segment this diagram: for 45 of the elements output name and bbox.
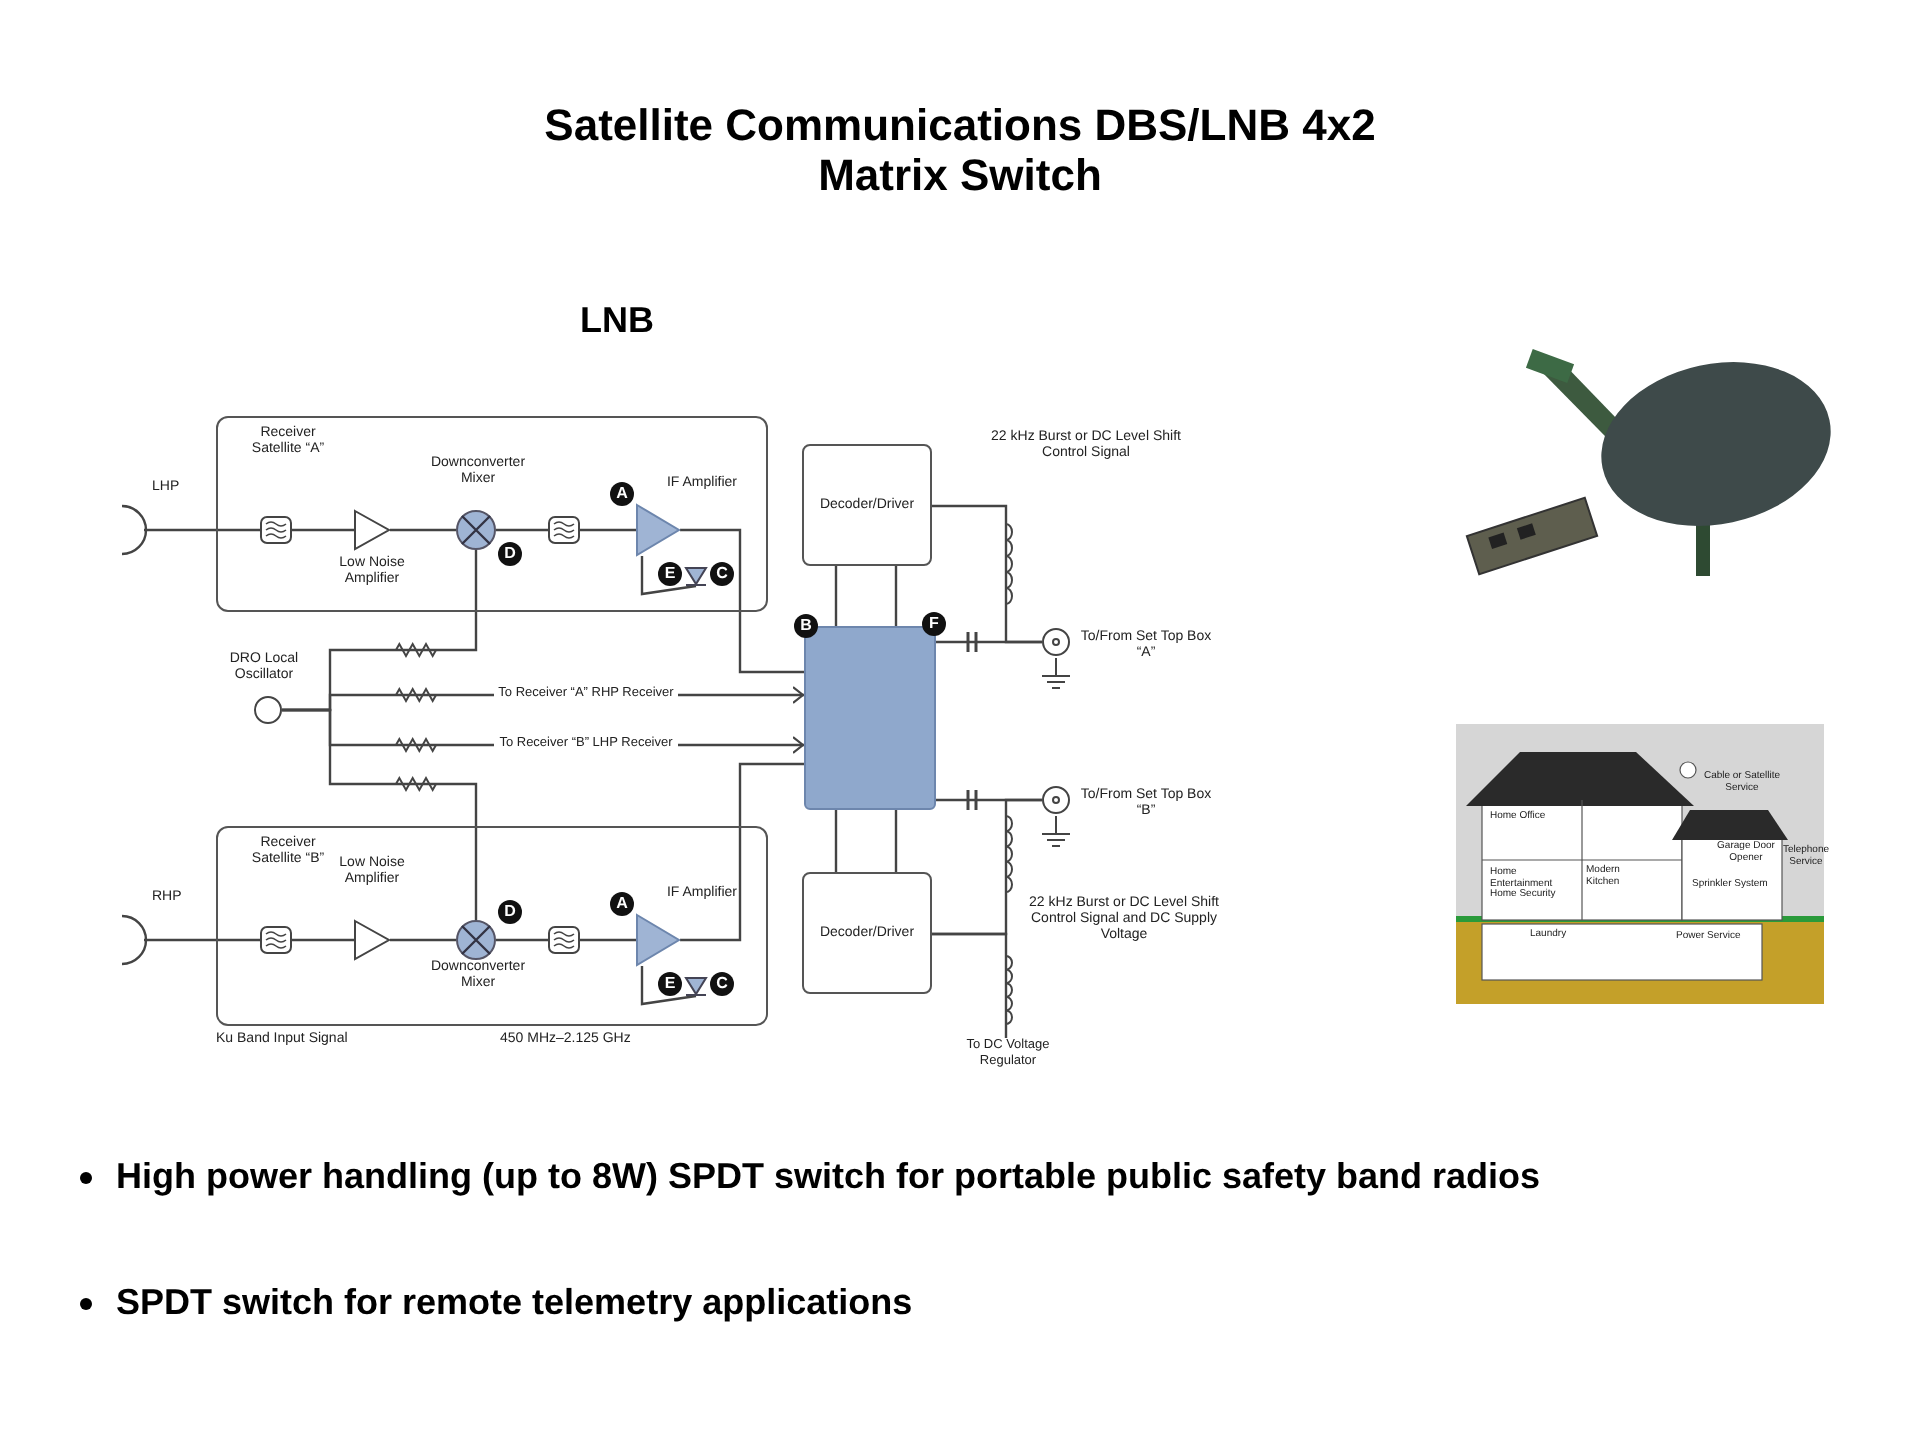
- matrix-switch-block: [804, 626, 936, 810]
- callout-letter: C: [710, 562, 734, 586]
- callout-letter: E: [658, 562, 682, 586]
- wire: [680, 762, 804, 942]
- wire: [640, 966, 697, 1006]
- decoder-driver-box: [802, 444, 932, 566]
- wire: [144, 938, 260, 942]
- arrow: [678, 735, 805, 755]
- coax-connector-icon: [1042, 786, 1070, 814]
- callout-letter: C: [710, 972, 734, 996]
- wire: [292, 528, 354, 532]
- arrow: [678, 685, 805, 705]
- wire: [932, 504, 1042, 644]
- wire: [580, 528, 636, 532]
- section-heading: LNB: [580, 300, 656, 342]
- callout-letter: A: [610, 892, 634, 916]
- wire: [496, 528, 548, 532]
- wire: [496, 938, 548, 942]
- bullet-text: High power handling (up to 8W) SPDT switch for portable public safety band radios: [116, 1156, 1543, 1198]
- slide-title: Satellite Communications DBS/LNB 4x2 Matrix Switch: [542, 100, 1378, 202]
- callout-letter: E: [658, 972, 682, 996]
- callout-letter: B: [794, 614, 818, 638]
- wire: [390, 938, 456, 942]
- callout-letter: A: [610, 482, 634, 506]
- wire: [640, 556, 697, 596]
- wire: [390, 528, 456, 532]
- oscillator-icon: [254, 696, 282, 724]
- wire: [894, 566, 898, 626]
- wire: [834, 566, 838, 626]
- callout-letter: D: [498, 900, 522, 924]
- bullet-text: SPDT switch for remote telemetry applications: [116, 1282, 915, 1324]
- decoder-driver-box: [802, 872, 932, 994]
- wire: [144, 528, 260, 532]
- receiver-block: [216, 416, 768, 612]
- wire: [292, 938, 354, 942]
- wire: [282, 708, 478, 920]
- wire: [932, 932, 1008, 1038]
- coax-connector-icon: [1042, 628, 1070, 656]
- wire: [680, 528, 804, 674]
- receiver-block: [216, 826, 768, 1026]
- wire: [834, 810, 838, 872]
- wire: [894, 810, 898, 872]
- callout-letter: D: [498, 542, 522, 566]
- wire: [580, 938, 636, 942]
- callout-letter: F: [922, 612, 946, 636]
